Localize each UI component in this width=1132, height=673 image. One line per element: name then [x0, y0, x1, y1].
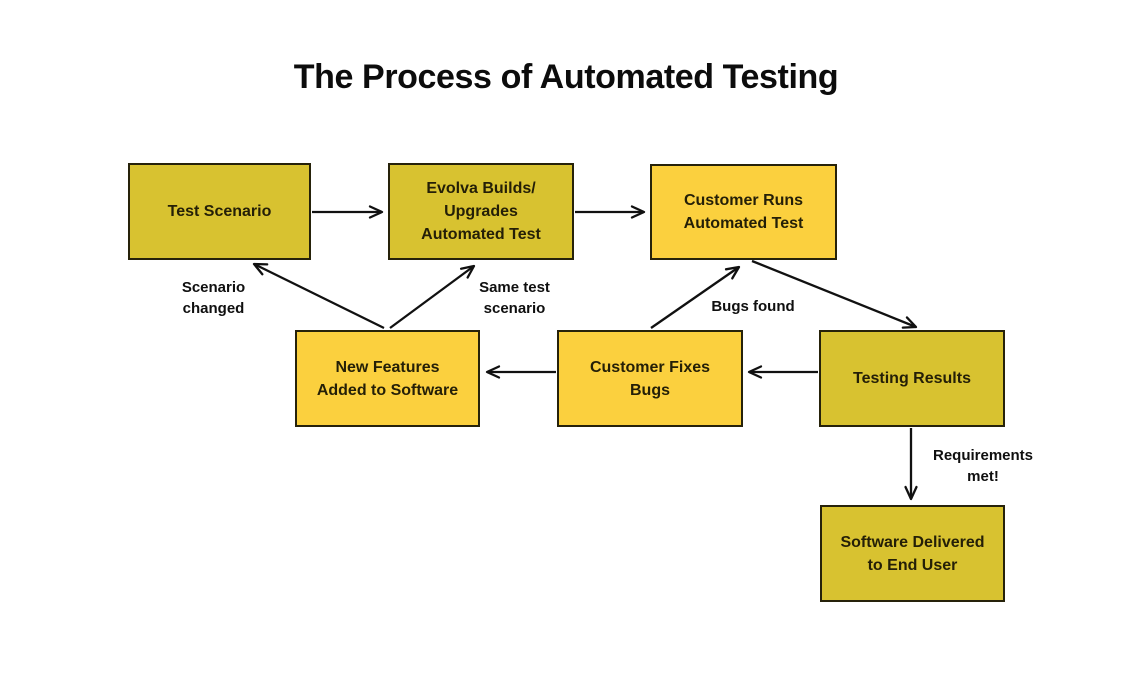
- node-software-delivered-label: Software Delivered to End User: [840, 533, 985, 574]
- diagram-title: The Process of Automated Testing: [293, 58, 839, 96]
- node-new-features-label: New Features Added to Software: [316, 358, 459, 399]
- node-evolva-builds-label: Evolva Builds/ Upgrades Automated Test: [421, 180, 541, 243]
- edge-label-scenario-changed: Scenario changed: [181, 279, 246, 317]
- arrow-customer-runs-to-testing-results: [751, 259, 918, 329]
- node-customer-fixes-label: Customer Fixes Bugs: [589, 358, 711, 399]
- node-testing-results: Testing Results: [819, 330, 1005, 427]
- node-new-features: New Features Added to Software: [295, 330, 480, 427]
- node-customer-runs: Customer Runs Automated Test: [650, 164, 837, 260]
- node-testing-results-label: Testing Results: [853, 370, 971, 387]
- node-evolva-builds: Evolva Builds/ Upgrades Automated Test: [388, 163, 574, 260]
- node-test-scenario-label: Test Scenario: [167, 203, 272, 220]
- arrow-new-features-to-evolva: [389, 264, 476, 329]
- arrow-new-features-to-test-scenario: [252, 262, 385, 330]
- arrow-customer-fixes-to-customer-runs: [650, 265, 741, 329]
- node-test-scenario: Test Scenario: [128, 163, 311, 260]
- edge-label-requirements-met: Requirements met!: [932, 447, 1034, 485]
- edge-label-bugs-found: Bugs found: [711, 298, 795, 315]
- node-customer-fixes: Customer Fixes Bugs: [557, 330, 743, 427]
- node-software-delivered: Software Delivered to End User: [820, 505, 1005, 602]
- node-customer-runs-label: Customer Runs Automated Test: [683, 192, 804, 232]
- edge-label-same-test-scenario: Same test scenario: [479, 279, 550, 317]
